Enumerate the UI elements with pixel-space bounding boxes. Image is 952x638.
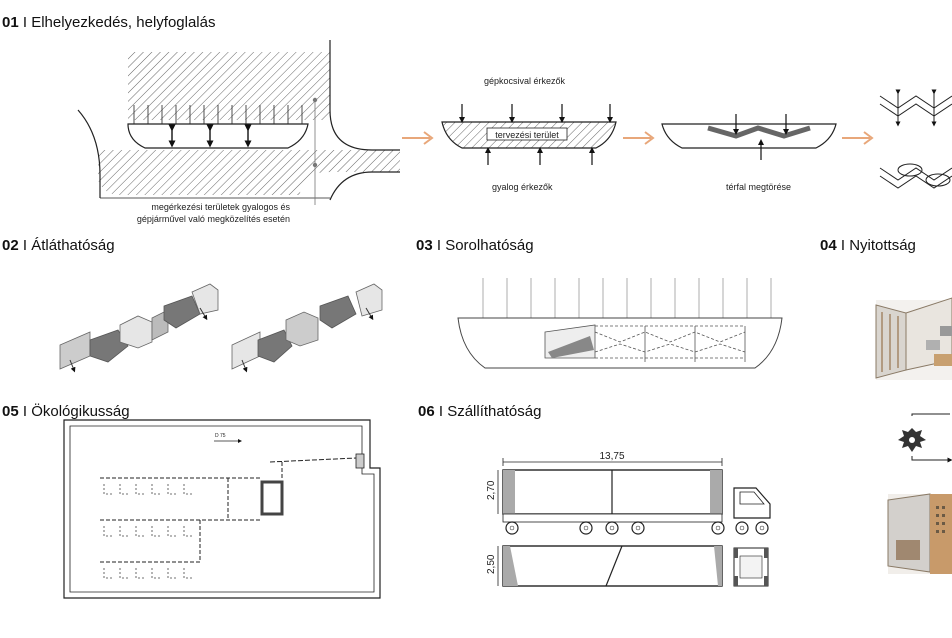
height-dimension: 2,70 (486, 480, 497, 500)
width-dimension: 2,50 (486, 554, 497, 574)
transport-side-view (497, 458, 771, 535)
section-03-title: 03 I Sorolhatóság (416, 237, 534, 254)
planning-area-label: tervezési terület (495, 130, 559, 140)
openness-render-top (875, 297, 952, 380)
arrival-note-line2: gépjárművel való megközelítés esetén (137, 214, 290, 224)
planning-area-concept (441, 104, 617, 165)
pedestrian-arrivals-label: gyalog érkezők (492, 182, 553, 192)
wall-break-label: térfal megtörése (726, 182, 791, 192)
openness-icon-diagram (898, 413, 952, 463)
ecology-diagram (63, 419, 381, 599)
flow-arrow (842, 131, 874, 145)
openness-render-bottom (887, 493, 952, 574)
site-plan (77, 40, 400, 205)
transparency-axon-right (231, 283, 383, 373)
arrival-note-line1: megérkezési területek gyalogos és (151, 202, 290, 212)
zigzag-concept (879, 89, 952, 189)
flow-arrow (402, 131, 434, 145)
transport-top-view (497, 545, 769, 587)
flow-arrow (623, 131, 655, 145)
flow-label: D 75 (215, 433, 226, 439)
lineability-diagram (457, 278, 783, 369)
wall-break-concept (661, 114, 837, 160)
section-02-title: 02 I Átláthatóság (2, 237, 115, 254)
length-dimension: 13,75 (599, 451, 624, 462)
car-arrivals-label: gépkocsival érkezők (484, 76, 566, 86)
transparency-axon-left (59, 283, 219, 373)
section-05-title: 05 I Ökológikusság (2, 403, 130, 420)
section-04-title: 04 I Nyitottság (820, 237, 916, 254)
section-01-title: 01 I Elhelyezkedés, helyfoglalás (2, 14, 216, 31)
section-06-title: 06 I Szállíthatóság (418, 403, 542, 420)
